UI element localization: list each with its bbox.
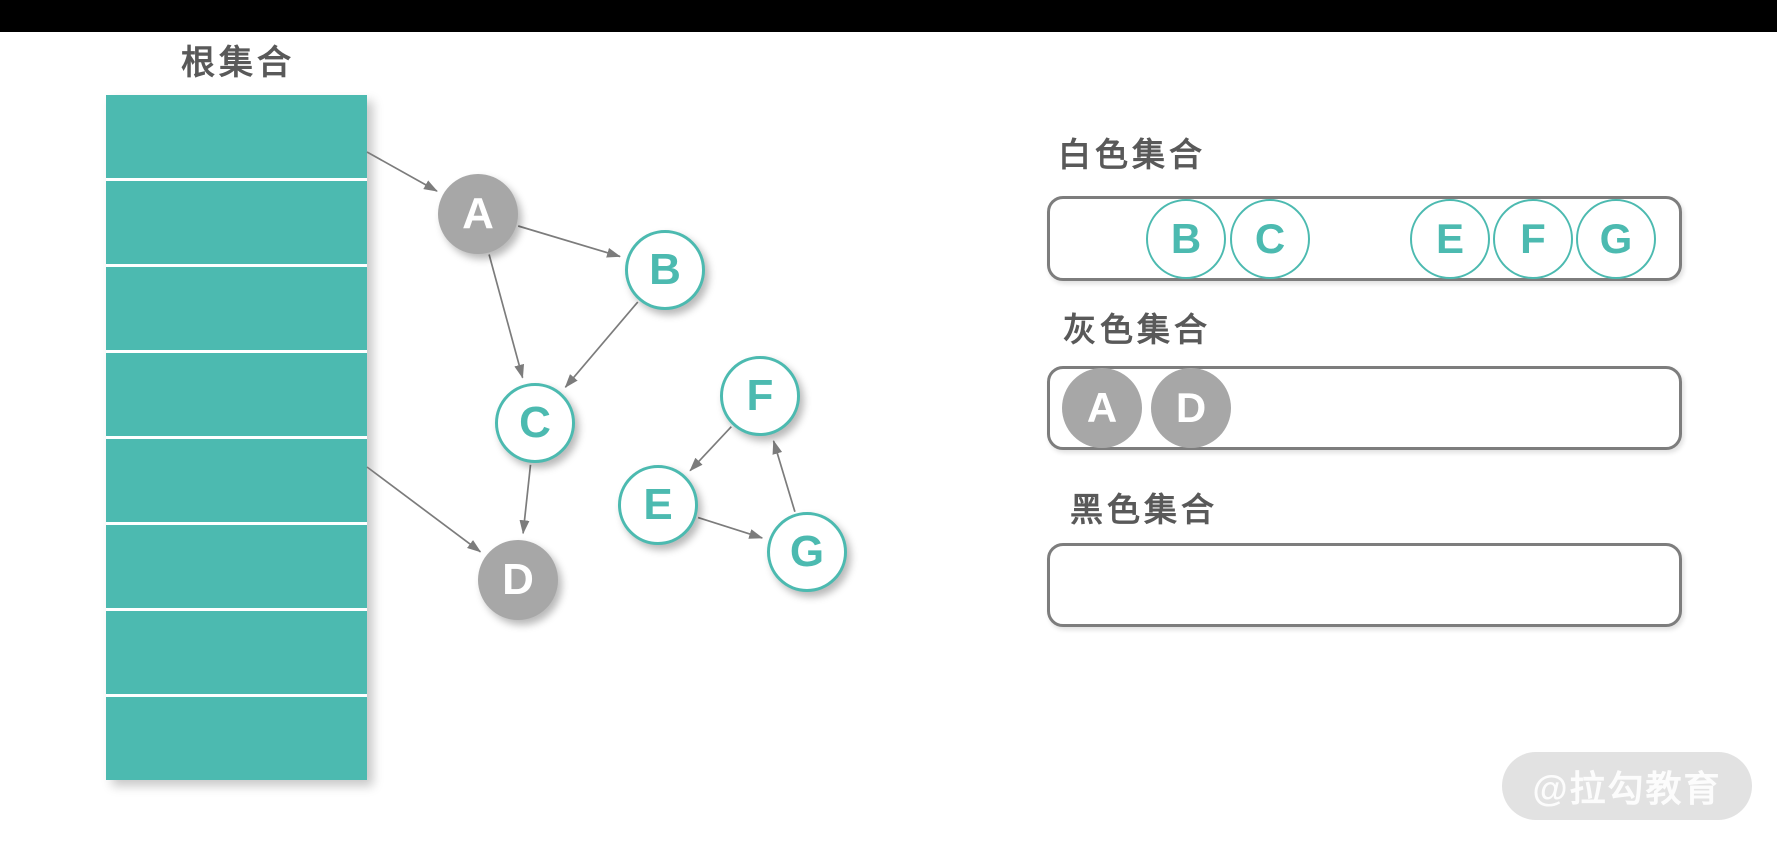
root-set-slot	[106, 350, 367, 436]
white-set-label: 白色集合	[1058, 136, 1206, 173]
edge-E-G	[697, 516, 764, 539]
root-set-slot	[106, 694, 367, 780]
root-set-slot	[106, 95, 367, 178]
root-set-slot	[106, 178, 367, 264]
white-set-member-B: B	[1146, 198, 1226, 279]
root-set-label: 根集合	[181, 44, 295, 82]
gray-set-label: 灰色集合	[1063, 311, 1211, 348]
graph-node-E: E	[618, 465, 698, 545]
root-set-slot	[106, 608, 367, 694]
edge-A-B	[517, 225, 621, 258]
edge-B-C	[564, 301, 639, 388]
edge-F-E	[689, 426, 732, 472]
graph-node-F: F	[720, 356, 800, 436]
top-letterbox-bar	[0, 0, 1777, 32]
gray-set-member-A: A	[1062, 368, 1142, 448]
root-set-slot	[106, 522, 367, 608]
edge-root-A	[366, 151, 438, 192]
edge-G-F	[772, 440, 796, 513]
gray-set-member-D: D	[1151, 368, 1231, 448]
white-set-member-C: C	[1230, 198, 1310, 279]
edge-C-D	[519, 464, 532, 535]
white-set-member-F: F	[1493, 198, 1573, 279]
watermark-badge: @拉勾教育	[1502, 752, 1752, 820]
graph-node-G: G	[767, 512, 847, 592]
edge-root-D	[366, 466, 482, 553]
root-set-slot	[106, 436, 367, 522]
edge-A-C	[488, 254, 525, 379]
root-set-slot	[106, 264, 367, 350]
white-set-member-G: G	[1576, 198, 1656, 279]
black-set-label: 黑色集合	[1070, 491, 1218, 528]
black-set-box	[1047, 543, 1682, 627]
watermark-text: @拉勾教育	[1532, 768, 1722, 809]
graph-node-A: A	[438, 174, 518, 254]
root-set-stack	[106, 95, 367, 780]
white-set-member-E: E	[1410, 198, 1490, 279]
graph-node-C: C	[495, 383, 575, 463]
graph-node-B: B	[625, 230, 705, 310]
graph-node-D: D	[478, 540, 558, 620]
